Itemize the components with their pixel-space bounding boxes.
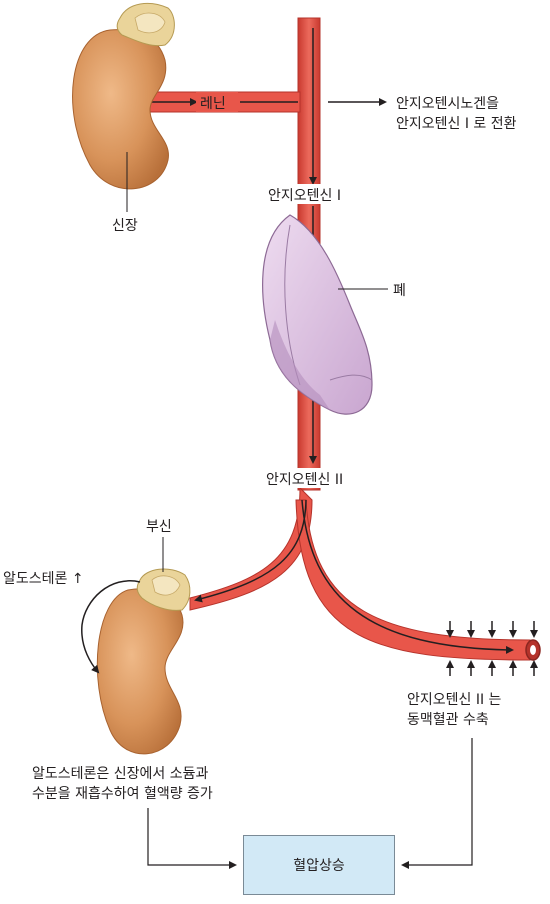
blood-pressure-increase-box: 혈압상승	[243, 835, 395, 895]
adrenal-artery	[189, 486, 313, 611]
flow-arrow-peripheral	[301, 499, 514, 654]
aldosterone-up-label: 알도스테론 ↑	[3, 571, 84, 587]
angiotensin-1-bg	[264, 184, 360, 204]
result-label: 혈압상승	[293, 858, 345, 874]
angiotensin-2-label: 안지오텐신 II	[266, 472, 343, 488]
angiotensin-2-bg	[262, 468, 366, 488]
constriction-arrows	[446, 621, 538, 676]
connector-left	[147, 808, 237, 869]
reabsorption-label-2: 수분을 재흡수하여 혈액량 증가	[32, 786, 213, 802]
vasoconstriction-label-1: 안지오텐신 II 는	[407, 692, 502, 708]
renin-label: 레닌	[200, 96, 226, 112]
aldosterone-arrow	[81, 580, 141, 674]
lung	[262, 214, 373, 415]
conversion-label-2: 안지오텐신 I 로 전환	[396, 116, 517, 132]
kidney-bottom	[96, 568, 191, 755]
peripheral-artery	[295, 499, 531, 661]
conversion-label-1: 안지오텐시노겐을	[396, 96, 499, 112]
kidney-top	[72, 2, 175, 190]
lung-label: 폐	[393, 283, 406, 299]
adrenal-label: 부신	[146, 519, 172, 535]
kidney-label: 신장	[112, 218, 138, 234]
renin-label-bg	[196, 92, 238, 112]
connector-right	[401, 738, 473, 869]
reabsorption-label-1: 알도스테론은 신장에서 소듐과	[32, 766, 208, 782]
vasoconstriction-label-2: 동맥혈관 수축	[407, 712, 489, 728]
angiotensin-1-label: 안지오텐신 I	[268, 188, 341, 204]
artery-lumen	[530, 645, 536, 655]
